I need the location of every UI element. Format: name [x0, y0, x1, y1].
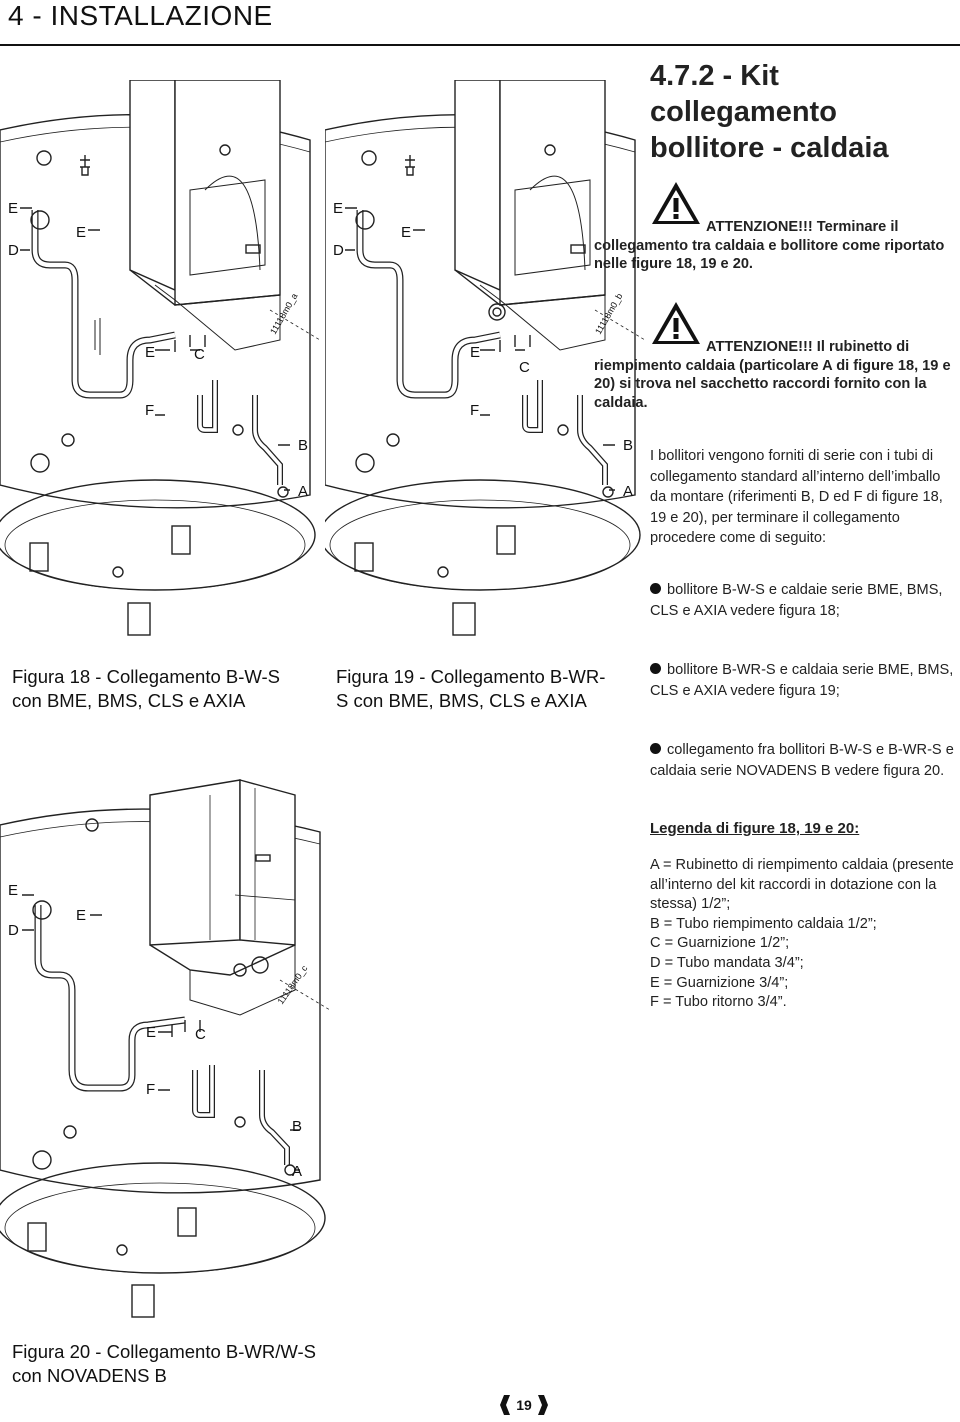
bullet-item-2: bollitore B-WR-S e caldaia serie BME, BM…: [650, 660, 955, 701]
bullet-item-3-text: collegamento fra bollitori B-W-S e B-WR-…: [650, 742, 954, 779]
fig18-label-C: C: [194, 346, 205, 363]
bullet-icon: [650, 583, 661, 594]
figure-20-drawing: E D E E C F B A 11118m0_c: [0, 779, 331, 1318]
figure-19: E D E E C F B A 11118m0_b: [319, 79, 646, 650]
fig18-label-F: F: [145, 402, 154, 419]
page-number: 19: [500, 1393, 548, 1417]
fig20-label-C: C: [195, 1026, 206, 1043]
fig19-label-E2: E: [401, 224, 411, 241]
page-header-title: 4 - INSTALLAZIONE: [8, 0, 273, 31]
legend-item-d: D = Tubo mandata 3/4”;: [650, 954, 804, 971]
bullet-item-3: collegamento fra bollitori B-W-S e B-WR-…: [650, 740, 955, 781]
fig20-label-E1: E: [8, 882, 18, 899]
figure-20: E D E E C F B A 11118m0_c: [0, 770, 331, 1330]
page-number-text: 19: [516, 1397, 532, 1413]
warning-triangle-icon: [652, 182, 700, 224]
fig18-label-B: B: [298, 437, 308, 454]
fig18-label-E2: E: [76, 224, 86, 241]
fig19-label-E3: E: [470, 344, 480, 361]
fig19-label-D: D: [333, 242, 344, 259]
legend-item-a: A = Rubinetto di riempimento caldaia (pr…: [650, 857, 954, 913]
fig19-label-F: F: [470, 402, 479, 419]
fig18-label-D: D: [8, 242, 19, 259]
fig19-label-B: B: [623, 437, 633, 454]
fig18-label-E1: E: [8, 200, 18, 217]
page-number-badge: 19: [500, 1395, 548, 1415]
bullet-item-2-text: bollitore B-WR-S e caldaia serie BME, BM…: [650, 662, 954, 699]
legend-item-f: F = Tubo ritorno 3/4”.: [650, 994, 787, 1011]
bullet-icon: [650, 743, 661, 754]
legend-heading: Legenda di figure 18, 19 e 20:: [650, 820, 860, 837]
warning-triangle-icon: [652, 302, 700, 344]
fig20-label-E2: E: [76, 907, 86, 924]
fig20-label-E3: E: [146, 1024, 156, 1041]
bullet-item-1-text: bollitore B-W-S e caldaie serie BME, BMS…: [650, 582, 943, 619]
fig19-label-A: A: [623, 483, 633, 500]
legend-list: A = Rubinetto di riempimento caldaia (pr…: [650, 856, 955, 1013]
fig20-label-B: B: [292, 1118, 302, 1135]
fig19-label-E1: E: [333, 200, 343, 217]
legend-item-c: C = Guarnizione 1/2”;: [650, 935, 790, 952]
bullet-icon: [650, 663, 661, 674]
fig18-label-A: A: [298, 483, 308, 500]
fig19-label-C: C: [519, 359, 530, 376]
figure-19-drawing: E D E E C F B A 11118m0_b: [319, 79, 646, 636]
intro-paragraph: I bollitori vengono forniti di serie con…: [650, 448, 943, 546]
fig20-label-D: D: [8, 922, 19, 939]
fig20-label-F: F: [146, 1081, 155, 1098]
fig18-label-E3: E: [145, 344, 155, 361]
warning-2-text: ATTENZIONE!!! Il rubinetto di riempiment…: [594, 339, 951, 411]
warning-2: ATTENZIONE!!! Il rubinetto di riempiment…: [594, 300, 955, 412]
bullet-item-1: bollitore B-W-S e caldaie serie BME, BMS…: [650, 580, 955, 621]
warning-1-text: ATTENZIONE!!! Terminare il collegamento …: [594, 219, 945, 272]
figure-18-drawing: E D E E C F B A 11118m0_a: [0, 79, 321, 636]
legend-item-b: B = Tubo riempimento caldaia 1/2”;: [650, 915, 877, 932]
legend-item-e: E = Guarnizione 3/4”;: [650, 974, 789, 991]
fig20-label-A: A: [292, 1163, 302, 1180]
figure-19-caption: Figura 19 - Collegamento B-WR-S con BME,…: [336, 666, 606, 711]
figure-18: E D E E C F B A 11118m0_a: [0, 79, 321, 650]
section-heading: 4.7.2 - Kit collegamento bollitore - cal…: [650, 60, 889, 164]
warning-1: ATTENZIONE!!! Terminare il collegamento …: [594, 180, 955, 274]
figure-20-caption: Figura 20 - Collegamento B-WR/W-S con NO…: [12, 1341, 316, 1386]
figure-18-caption: Figura 18 - Collegamento B-W-S con BME, …: [12, 666, 281, 711]
header-rule: [0, 44, 960, 46]
